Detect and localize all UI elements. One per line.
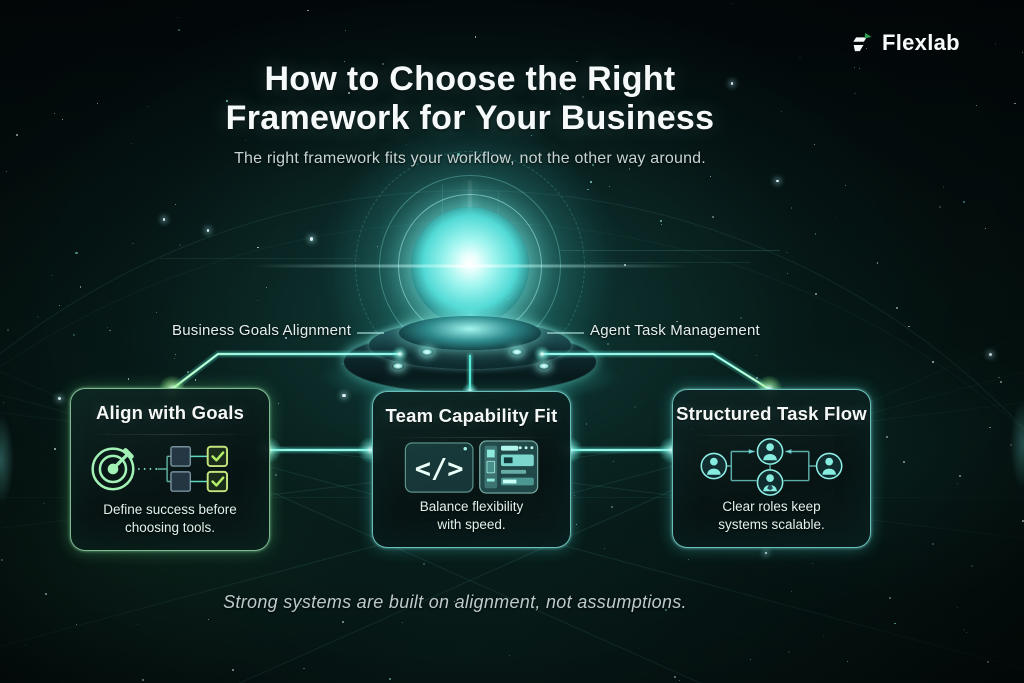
avatar: [815, 452, 843, 480]
card-title: Team Capability Fit: [385, 405, 558, 426]
label-business-goals-alignment: Business Goals Alignment: [172, 322, 352, 339]
card-title: Align with Goals: [95, 402, 245, 423]
flexlab-mark-icon: [848, 30, 874, 56]
target-checklist-icon: [71, 435, 269, 501]
code-glyph: </>: [414, 454, 463, 485]
card-title: Structured Task Flow: [676, 403, 867, 424]
footer-quote: Strong systems are built on alignment, n…: [223, 592, 687, 612]
page-title: How to Choose the Right Framework for Yo…: [225, 60, 715, 137]
team-network-icon: [673, 436, 870, 498]
edge-light: [1010, 400, 1024, 490]
avatar: [756, 438, 783, 465]
brand-name: Flexlab: [882, 30, 960, 55]
card-structured-task-flow: Structured Task Flow: [672, 389, 871, 548]
code-ui-icon: </>: [373, 438, 570, 498]
avatar: [756, 469, 783, 496]
card-divider: [387, 437, 556, 438]
card-description: Define success before choosing tools.: [103, 502, 237, 535]
edge-light: [0, 415, 14, 505]
card-team-capability-fit: Team Capability Fit </> Ba: [372, 391, 571, 548]
circuit-line: [498, 190, 499, 230]
card-align-with-goals: Align with Goals: [70, 388, 270, 551]
page-subtitle: The right framework fits your workflow, …: [234, 150, 706, 167]
circuit-line: [590, 262, 750, 263]
circuit-line: [160, 258, 360, 259]
label-agent-task-management: Agent Task Management: [590, 322, 760, 339]
circuit-line: [442, 184, 443, 228]
card-description: Clear roles keep systems scalable.: [718, 499, 825, 532]
card-divider: [687, 435, 856, 436]
card-divider: [85, 434, 255, 435]
card-description: Balance flexibility with speed.: [419, 499, 524, 532]
avatar: [700, 452, 727, 480]
circuit-line: [560, 250, 780, 251]
brand-logo: Flexlab: [848, 30, 960, 56]
